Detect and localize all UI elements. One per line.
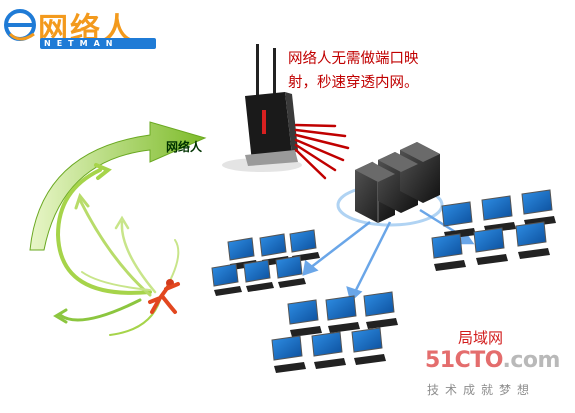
watermark-suffix: .com	[502, 348, 561, 373]
arrow-label: 网络人	[166, 140, 203, 154]
person-icon	[148, 279, 180, 314]
slogan-line-1: 网络人无需做端口映	[288, 51, 419, 67]
lan-label: 局域网	[458, 329, 504, 347]
computer-icon	[363, 291, 398, 329]
computer-icon	[287, 299, 322, 337]
main-green-arrow-icon	[29, 121, 207, 251]
computer-icon	[515, 221, 550, 259]
slogan-line-2: 射，秒速穿透内网。	[288, 75, 419, 91]
computer-icon	[521, 189, 556, 227]
signal-lines-icon	[294, 123, 350, 180]
computer-icon	[441, 201, 476, 239]
computer-icon	[311, 331, 346, 369]
router-icon	[222, 44, 302, 172]
computer-icon	[325, 295, 360, 333]
computer-group-right	[431, 189, 556, 271]
computer-group-bottom	[271, 291, 398, 373]
computer-group-left	[211, 229, 320, 296]
watermark-sub: 技术成就梦想	[427, 383, 536, 397]
swirl-arrows-icon	[53, 163, 180, 336]
server-icon	[355, 142, 440, 223]
computer-icon	[351, 327, 386, 365]
slogan: 网络人无需做端口映 射，秒速穿透内网。	[288, 47, 488, 95]
computer-icon	[431, 233, 466, 271]
watermark-main: 51CTO.com	[425, 348, 560, 373]
computer-icon	[211, 263, 242, 296]
computer-icon	[271, 335, 306, 373]
logo-e-icon	[4, 9, 36, 41]
computer-icon	[473, 227, 508, 265]
watermark-prefix: 51CTO	[425, 348, 503, 373]
computer-icon	[481, 195, 516, 233]
computer-icon	[275, 255, 306, 288]
logo-subtitle: NETMAN	[40, 38, 156, 49]
computer-icon	[243, 259, 274, 292]
